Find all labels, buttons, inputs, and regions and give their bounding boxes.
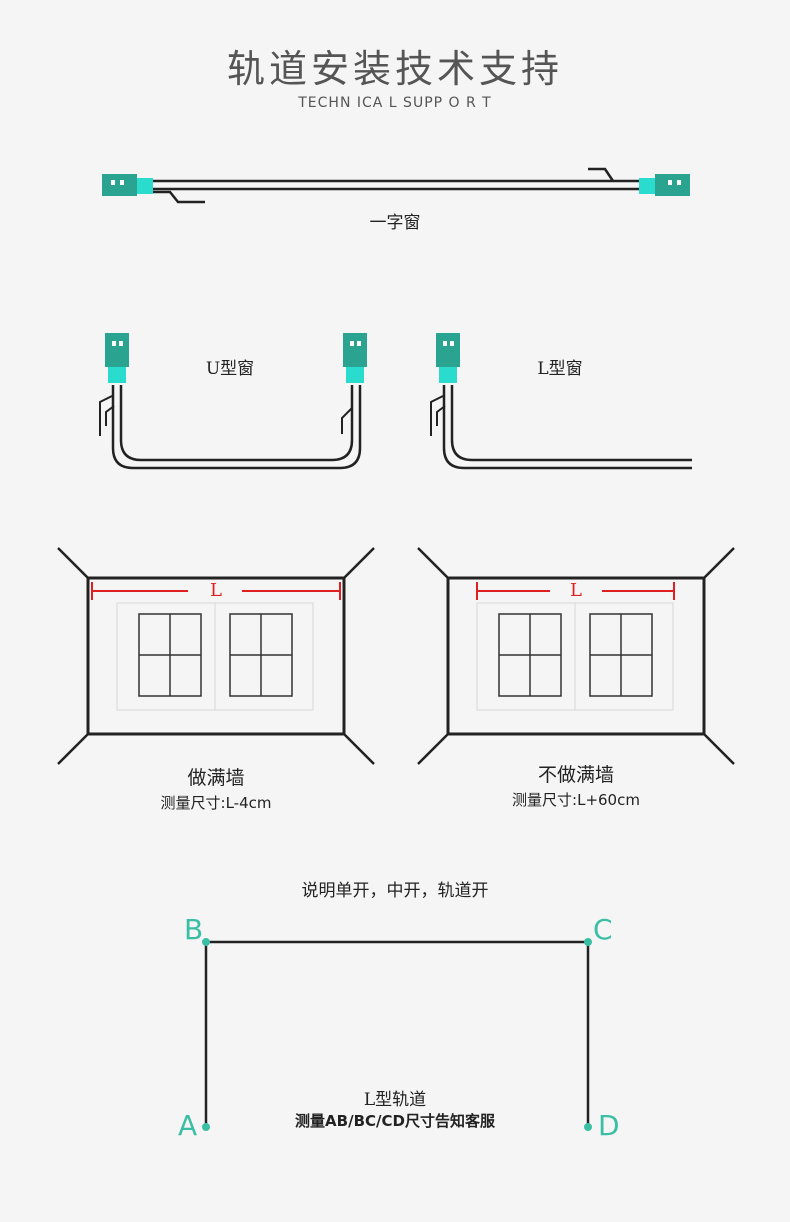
- straight-left-bracket-icon: [102, 174, 153, 196]
- point-d-dot: [584, 1123, 592, 1131]
- u-right-hook: [341, 407, 353, 434]
- u-left-hook: [99, 395, 113, 436]
- full-wall-frame: [86, 576, 346, 736]
- l-track-inner: [450, 385, 692, 462]
- not-full-wall-measure: 测量尺寸:L+60cm: [512, 791, 640, 809]
- u-left-bracket-icon: [105, 333, 129, 383]
- not-full-wall-frame: [446, 576, 706, 736]
- point-c-dot: [584, 938, 592, 946]
- l-left-hook: [430, 395, 444, 436]
- point-a-dot: [202, 1123, 210, 1131]
- not-full-wall-title: 不做满墙: [537, 764, 614, 786]
- straight-right-bracket-icon: [639, 174, 690, 196]
- point-a-label: A: [178, 1109, 198, 1142]
- straight-right-hook: [588, 167, 615, 182]
- u-right-bracket-icon: [343, 333, 367, 383]
- track-open-heading: 说明单开，中开，轨道开: [301, 881, 489, 901]
- point-b-dot: [202, 938, 210, 946]
- l-window-label: L型窗: [537, 359, 583, 379]
- u-track-outer: [111, 385, 362, 470]
- l-track-label: L型轨道: [363, 1090, 427, 1110]
- full-wall-measure: 测量尺寸:L-4cm: [160, 794, 272, 812]
- straight-left-hook: [150, 190, 205, 204]
- l-track-outer: [442, 385, 692, 470]
- straight-window-diagram: [102, 167, 690, 204]
- page-subtitle: TECHN ICA L SUPP O R T: [298, 95, 492, 111]
- l-track-instruction: 测量AB/BC/CD尺寸告知客服: [295, 1112, 495, 1130]
- not-full-wall-dimension-label: L: [570, 580, 582, 601]
- full-wall-title: 做满墙: [187, 767, 245, 789]
- not-full-wall-diagram: [417, 547, 735, 765]
- u-window-diagram: [99, 333, 367, 470]
- u-left-hook-2: [105, 405, 115, 426]
- l-bracket-icon: [436, 333, 460, 383]
- full-wall-dimension-label: L: [210, 580, 222, 601]
- full-wall-diagram: [57, 547, 375, 765]
- point-d-label: D: [598, 1109, 620, 1142]
- l-track-diagram: [202, 938, 592, 1131]
- point-b-label: B: [184, 913, 204, 946]
- point-c-label: C: [593, 913, 613, 946]
- straight-window-label: 一字窗: [369, 213, 421, 233]
- page-title: 轨道安装技术支持: [226, 47, 563, 91]
- u-window-label: U型窗: [205, 359, 255, 379]
- l-track-path: [204, 940, 590, 1127]
- l-window-diagram: [430, 333, 692, 470]
- u-track-inner: [119, 385, 354, 462]
- l-left-hook-2: [436, 405, 446, 426]
